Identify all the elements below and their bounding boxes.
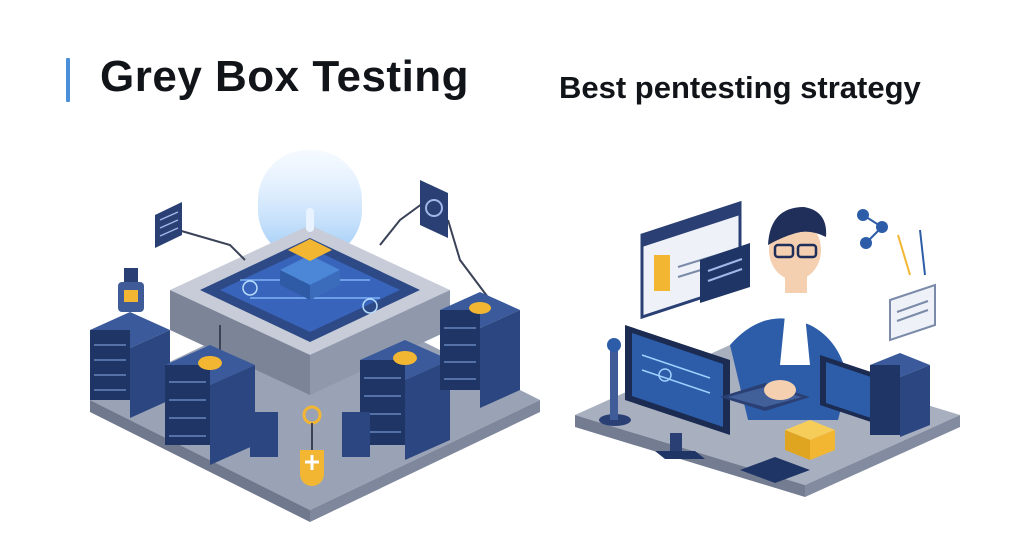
network-nodes-icon (857, 209, 926, 276)
secondary-monitor-icon (820, 355, 880, 425)
light-beam-icon (258, 150, 362, 260)
monitor-icon (625, 325, 730, 459)
left-panel-icon (155, 202, 182, 248)
small-tower-left (250, 412, 278, 457)
floating-document-icon (889, 283, 936, 342)
base-platform (90, 290, 540, 522)
title-accent-bar (66, 58, 70, 102)
server-datacenter-illustration (70, 150, 550, 530)
hand-icon (764, 380, 796, 400)
mousepad-icon (740, 457, 810, 483)
page-title: Grey Box Testing (100, 52, 470, 101)
pentester-workstation-illustration (570, 175, 970, 515)
flask-device-icon (118, 268, 144, 312)
chat-bubble-icon (700, 243, 750, 303)
core-stack-icon (280, 208, 340, 300)
server-rack-front-left (165, 345, 255, 465)
small-tower-right (342, 412, 370, 457)
shield-device-icon (300, 405, 324, 486)
server-rack-right (440, 292, 520, 408)
hardware-box-icon (785, 420, 835, 460)
right-panel-icon (420, 180, 448, 238)
pc-tower-icon (870, 353, 930, 437)
server-rack-front-right (360, 340, 450, 460)
page-subtitle: Best pentesting strategy (559, 70, 921, 105)
server-rack-left (90, 312, 170, 418)
desk-device-icon (599, 338, 631, 426)
